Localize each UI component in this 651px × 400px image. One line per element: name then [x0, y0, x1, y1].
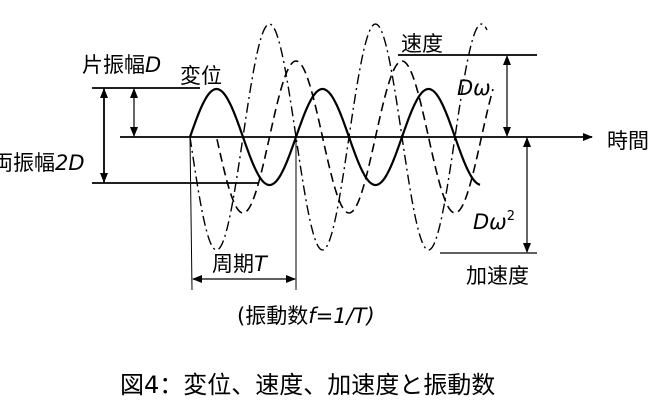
figure-caption: 図4：変位、速度、加速度と振動数: [120, 371, 495, 399]
waveforms: [188, 23, 494, 251]
single-amplitude-label: 片振幅D: [82, 53, 161, 77]
period-bound-left: [189, 136, 193, 291]
velocity-curve: [216, 60, 494, 214]
acceleration-label: 加速度: [466, 264, 529, 288]
frequency-label: (振動数f=1/T): [237, 304, 375, 328]
time-label: 時間: [607, 129, 649, 153]
displacement-curve: [188, 87, 481, 187]
double-amplitude-label: 両振幅2D: [0, 151, 85, 175]
acceleration-amplitude-label: Dω2: [473, 209, 515, 234]
velocity-amplitude-label: Dω: [457, 76, 491, 100]
velocity-label: 速度: [401, 32, 443, 56]
displacement-label: 変位: [180, 64, 222, 88]
period-label: 周期T: [212, 252, 269, 276]
